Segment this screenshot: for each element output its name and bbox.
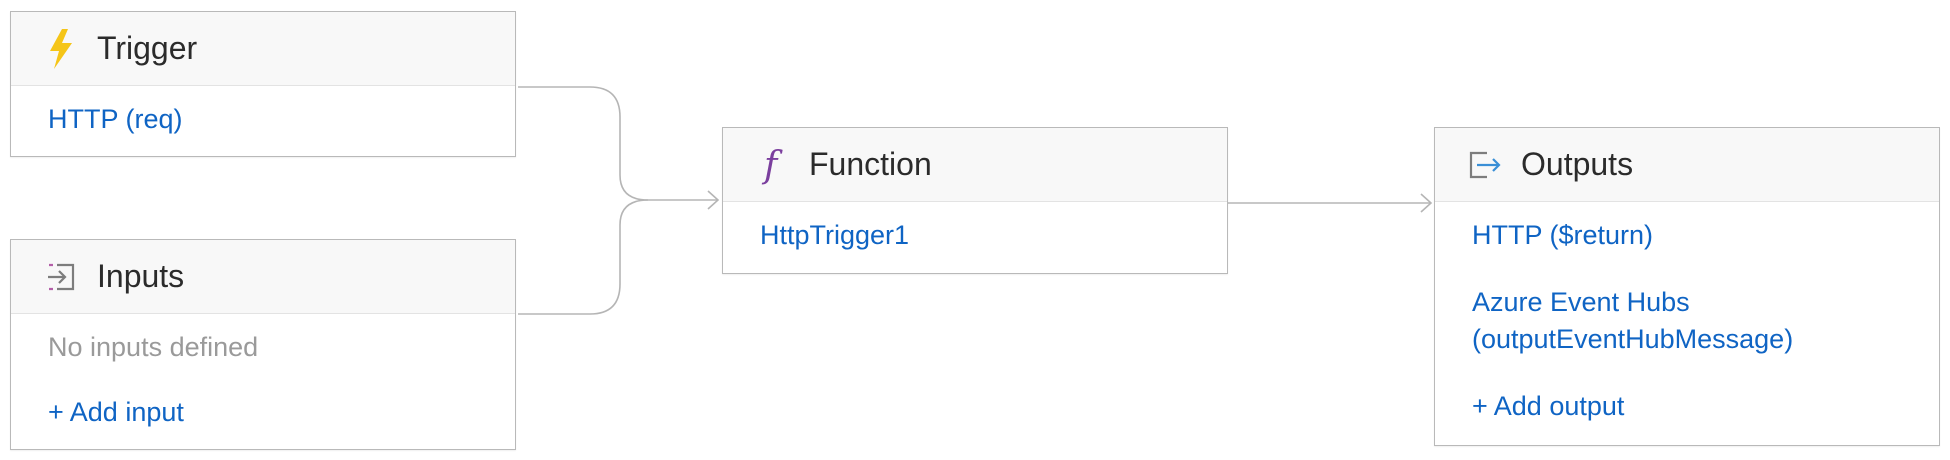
inputs-to-function-connector	[518, 199, 649, 315]
function-httptrigger-link[interactable]: HttpTrigger1	[760, 220, 910, 250]
trigger-card-header: Trigger	[11, 12, 515, 86]
outputs-card-header: Outputs	[1435, 128, 1939, 202]
function-arrowhead	[707, 190, 720, 210]
function-f-icon: f	[755, 145, 791, 185]
outputs-arrowhead	[1420, 193, 1433, 213]
add-output-link[interactable]: + Add output	[1472, 391, 1625, 421]
function-card-header: f Function	[723, 128, 1227, 202]
outputs-card: Outputs HTTP ($return) Azure Event Hubs …	[1434, 127, 1940, 446]
output-http-return-link[interactable]: HTTP ($return)	[1472, 220, 1654, 250]
no-inputs-text: No inputs defined	[48, 332, 259, 362]
lightning-bolt-icon	[43, 28, 79, 69]
trigger-card: Trigger HTTP (req)	[10, 11, 516, 157]
input-arrow-icon	[43, 257, 79, 297]
trigger-to-function-connector	[518, 86, 718, 201]
output-event-hubs-link[interactable]: Azure Event Hubs (outputEventHubMessage)	[1472, 284, 1939, 358]
inputs-card-header: Inputs	[11, 240, 515, 314]
inputs-card: Inputs No inputs defined + Add input	[10, 239, 516, 450]
inputs-title: Inputs	[97, 258, 185, 294]
output-event-hubs-line1: Azure Event Hubs	[1472, 287, 1690, 317]
add-input-link[interactable]: + Add input	[48, 397, 184, 427]
outputs-title: Outputs	[1521, 146, 1634, 182]
trigger-title: Trigger	[97, 30, 198, 66]
output-event-hubs-line2: (outputEventHubMessage)	[1472, 324, 1794, 354]
function-card: f Function HttpTrigger1	[722, 127, 1228, 274]
trigger-http-link[interactable]: HTTP (req)	[48, 104, 183, 134]
svg-text:f: f	[761, 145, 783, 185]
output-arrow-icon	[1467, 145, 1503, 185]
function-title: Function	[809, 146, 932, 182]
